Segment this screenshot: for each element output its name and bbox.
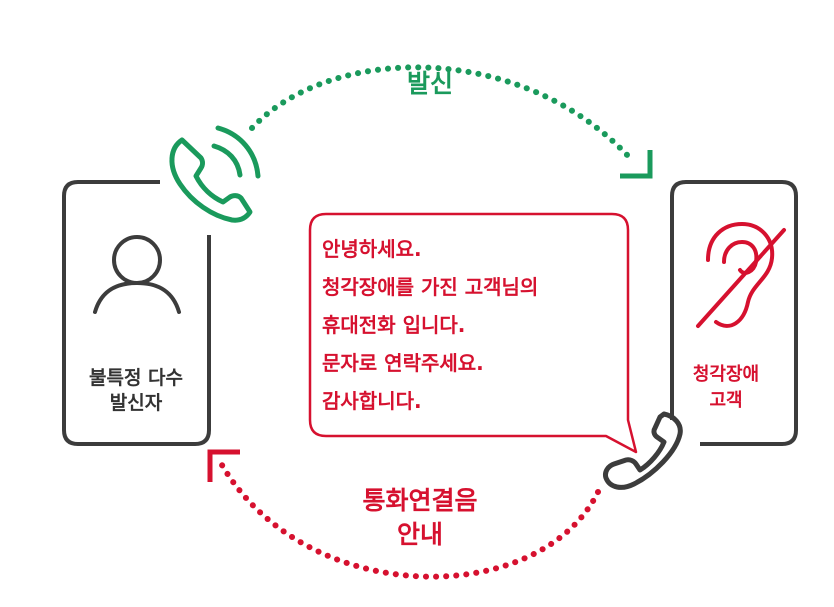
ringback-label-line: 안내 bbox=[396, 520, 443, 549]
hearing-impaired-ear-icon bbox=[696, 221, 786, 328]
ringback-arrowhead bbox=[207, 449, 240, 482]
bubble-message: 안녕하세요. 청각장애를 가진 고객님의 휴대전화 입니다. 문자로 연락주세요… bbox=[322, 230, 632, 420]
outgoing-call-arc bbox=[249, 64, 633, 161]
ringback-label: 통화연결음 안내 bbox=[340, 484, 500, 552]
ringback-arc bbox=[215, 455, 601, 580]
bubble-message-line: 휴대전화 입니다. bbox=[322, 313, 466, 337]
caller-label-line: 불특정 다수 bbox=[88, 367, 183, 389]
callee-label: 청각장애 고객 bbox=[660, 362, 792, 414]
person-icon bbox=[93, 235, 181, 314]
outgoing-call-arrowhead bbox=[620, 150, 653, 179]
callee-label-line: 청각장애 bbox=[692, 364, 760, 385]
phone-handset-icon bbox=[603, 411, 683, 490]
callee-label-line: 고객 bbox=[709, 390, 743, 411]
caller-label: 불특정 다수 발신자 bbox=[66, 366, 206, 416]
ringing-phone-icon bbox=[169, 125, 261, 223]
caller-label-line: 발신자 bbox=[109, 392, 163, 414]
outgoing-call-label: 발신 bbox=[406, 69, 453, 98]
bubble-message-line: 청각장애를 가진 고객님의 bbox=[322, 275, 539, 299]
speech-bubble bbox=[308, 212, 638, 454]
callee-phone-frame bbox=[670, 180, 798, 446]
ringback-label-line: 통화연결음 bbox=[362, 486, 478, 515]
caller-phone-frame bbox=[62, 180, 211, 446]
bubble-message-line: 안녕하세요. bbox=[322, 237, 422, 261]
bubble-message-line: 감사합니다. bbox=[322, 389, 422, 413]
bubble-message-line: 문자로 연락주세요. bbox=[322, 351, 484, 375]
